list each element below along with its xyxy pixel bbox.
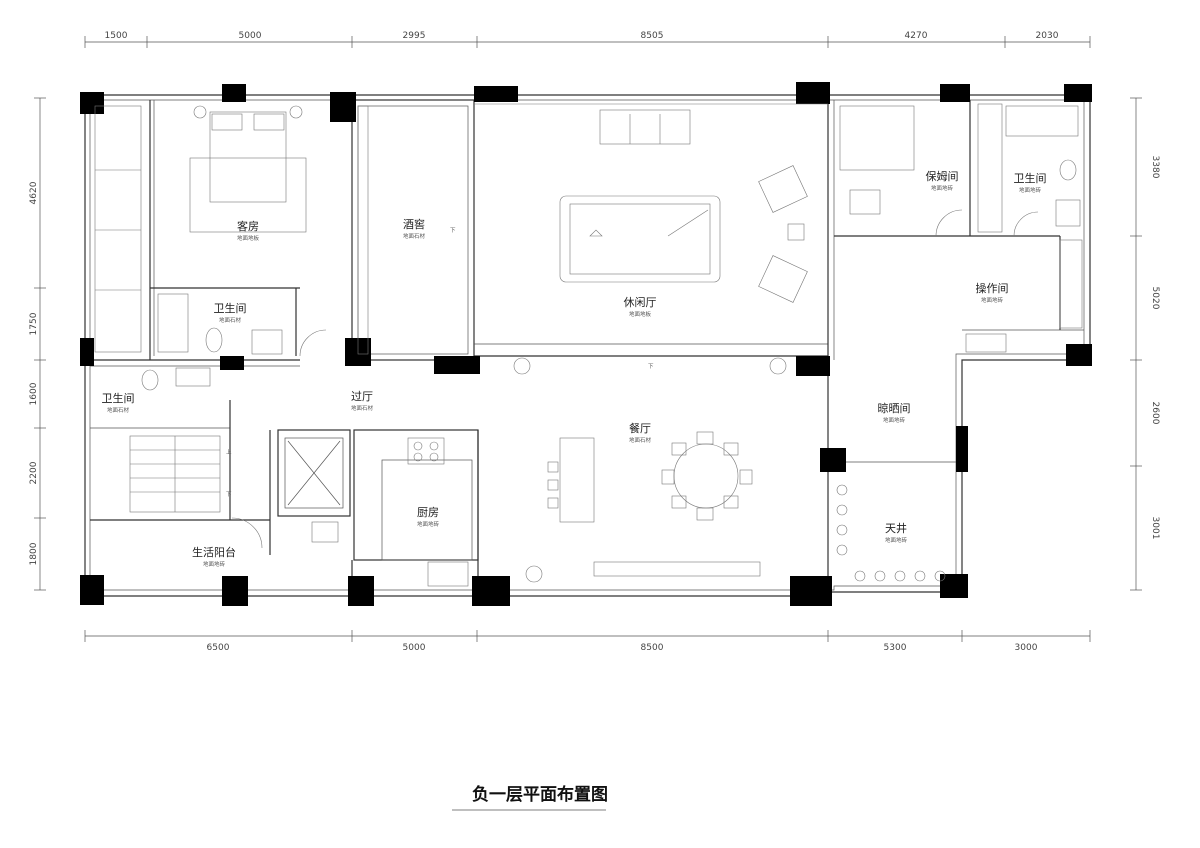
room-wine-cellar-floor: 地面石材 [403, 232, 426, 240]
room-dining-floor: 地面石材 [629, 436, 652, 444]
room-bath-left-name: 卫生间 [102, 391, 135, 405]
room-balcony-name: 生活阳台 [192, 545, 236, 559]
room-guest-name: 客房 [237, 219, 259, 233]
dimension-lines [34, 36, 1142, 642]
dim-left-1: 4620 [29, 181, 39, 204]
room-dining-name: 餐厅 [629, 421, 651, 435]
room-bath-upper-name: 卫生间 [214, 301, 247, 315]
dim-top-5: 4270 [905, 31, 928, 41]
stair-up-mark: 上 [226, 448, 232, 456]
room-kitchen-name: 厨房 [417, 506, 439, 519]
dim-left-4: 2200 [29, 461, 39, 484]
room-balcony-floor: 地面地砖 [203, 560, 226, 568]
dim-left-5: 1800 [29, 542, 39, 565]
dim-top-6: 2030 [1036, 31, 1059, 41]
room-patio-floor: 地面地砖 [885, 536, 908, 544]
room-bath-left-floor: 地面石材 [107, 406, 130, 414]
dim-left-2: 1750 [29, 312, 39, 335]
cellar-down-mark: 下 [450, 227, 456, 234]
room-kitchen-floor: 地面地砖 [417, 520, 440, 528]
room-patio-name: 天井 [885, 521, 907, 535]
dim-left-3: 1600 [29, 382, 39, 405]
room-drying-floor: 地面地砖 [883, 416, 906, 424]
dim-bottom-2: 5000 [403, 643, 426, 653]
room-utility-name: 操作间 [976, 281, 1009, 295]
room-nanny-floor: 地面地砖 [931, 184, 954, 192]
stair-down-mark: 下 [226, 491, 232, 498]
dim-top-3: 2995 [403, 31, 426, 41]
room-bath-right-name: 卫生间 [1014, 171, 1047, 185]
room-guest-floor: 地面地板 [237, 234, 260, 242]
dim-right-4: 3001 [1150, 517, 1160, 540]
dim-bottom-5: 3000 [1015, 643, 1038, 653]
dim-right-2: 5020 [1150, 287, 1160, 310]
lounge-down-mark: 下 [648, 363, 654, 370]
room-lounge-name: 休闲厅 [624, 295, 657, 309]
room-utility-floor: 地面地砖 [981, 296, 1004, 304]
room-bath-upper-floor: 地面石材 [219, 316, 242, 324]
dim-bottom-4: 5300 [884, 643, 907, 653]
dim-top-4: 8505 [641, 31, 664, 41]
room-wine-cellar-name: 酒窖 [403, 217, 425, 231]
room-hall-floor: 地面石材 [351, 404, 374, 412]
room-drying-name: 晾晒间 [878, 401, 911, 415]
dim-top-1: 1500 [105, 31, 128, 41]
dim-right-1: 3380 [1150, 156, 1160, 179]
room-hall-name: 过厅 [351, 390, 373, 403]
pillars [80, 82, 1092, 606]
room-lounge-floor: 地面地板 [629, 310, 652, 318]
furniture [94, 103, 1083, 587]
drawing-title: 负一层平面布置图 [472, 784, 608, 805]
room-bath-right-floor: 地面地砖 [1019, 186, 1042, 194]
dim-bottom-3: 8500 [641, 643, 664, 653]
dim-bottom-1: 6500 [207, 643, 230, 653]
dim-top-2: 5000 [239, 31, 262, 41]
dim-right-3: 2600 [1150, 402, 1160, 425]
room-nanny-name: 保姆间 [926, 169, 959, 183]
